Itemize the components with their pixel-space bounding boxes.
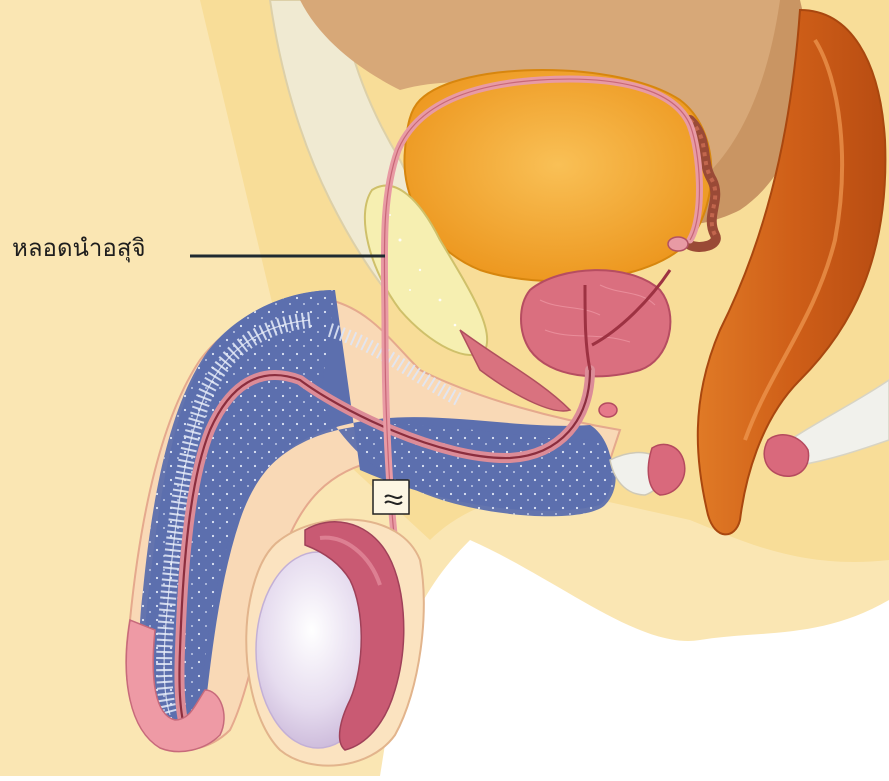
prostate (521, 270, 670, 376)
ampulla (668, 237, 688, 251)
vas-deferens-label: หลอดนำอสุจิ (12, 236, 146, 260)
bulbourethral-gland (599, 403, 617, 417)
